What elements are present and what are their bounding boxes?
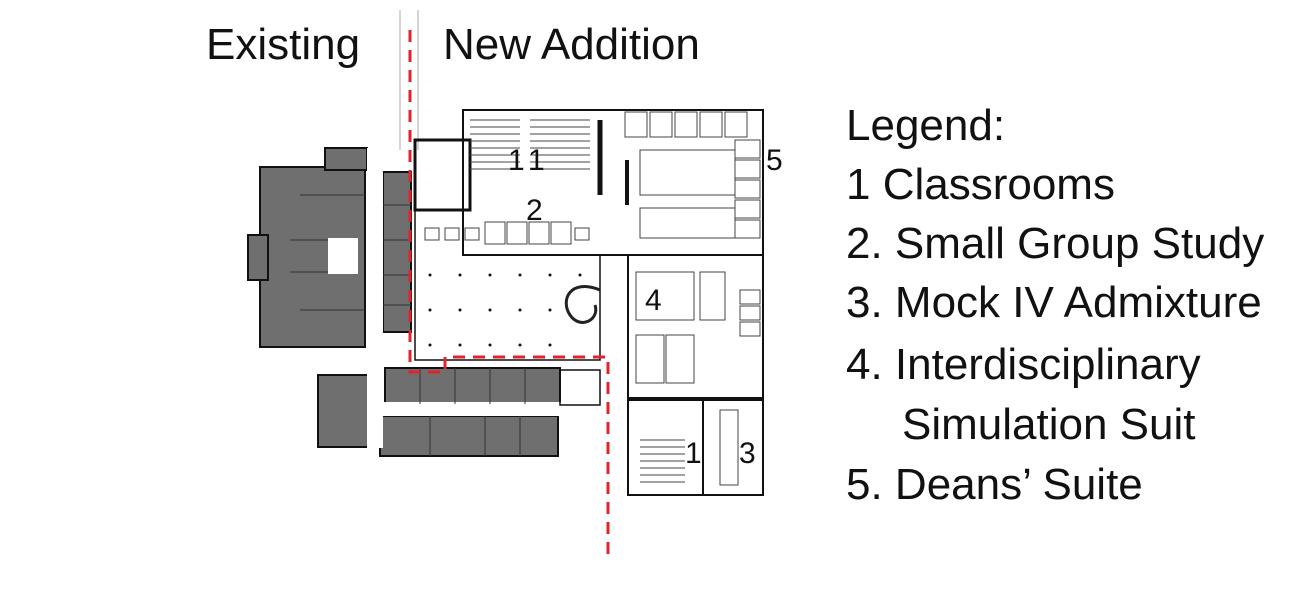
restrooms — [413, 138, 472, 212]
classroom-seating-north — [470, 119, 590, 170]
legend-item-deans-suite: 5. Deans’ Suite — [846, 460, 1143, 509]
existing-block-southwest — [317, 374, 374, 448]
room-label-classroom-1b: 1 — [528, 144, 545, 177]
existing-entry-bump — [247, 234, 269, 281]
legend-item-interdisciplinary: 4. Interdisciplinary — [846, 340, 1201, 389]
legend-item-small-group-study: 2. Small Group Study — [846, 219, 1265, 268]
simulation-suite-block — [627, 254, 764, 401]
mock-iv-hood — [719, 409, 739, 486]
addition-south-block — [627, 397, 764, 496]
room-label-simulation-4: 4 — [645, 284, 662, 317]
room-label-study-2: 2 — [526, 194, 543, 227]
existing-label: Existing — [206, 20, 361, 69]
existing-building — [247, 147, 561, 457]
existing-wing-south-a — [384, 367, 561, 405]
existing-wing-rooms — [382, 171, 412, 333]
legend-item-classrooms: 1 Classrooms — [846, 160, 1115, 209]
existing-wing-south-b — [379, 415, 559, 457]
atrium-columns — [428, 273, 582, 347]
existing-partitions — [290, 194, 526, 456]
room-label-deans-5: 5 — [766, 144, 783, 177]
new-addition — [413, 109, 764, 496]
room-label-classroom-1c: 1 — [685, 437, 702, 470]
legend-item-mock-iv-admixture: 3. Mock IV Admixture — [846, 278, 1262, 327]
spiral-stair — [564, 285, 601, 324]
legend-title: Legend: — [846, 101, 1006, 150]
existing-new-boundary-line — [408, 30, 610, 562]
office-cells — [624, 111, 761, 239]
legend-item-simulation-suit: Simulation Suit — [902, 400, 1196, 449]
new-addition-label: New Addition — [443, 20, 700, 69]
classroom-seating-south — [640, 439, 685, 483]
study-tables — [424, 221, 590, 245]
simulation-rooms — [635, 271, 761, 384]
room-label-classroom-1a: 1 — [508, 144, 525, 177]
addition-north-block — [462, 109, 764, 256]
room-label-mock-iv-3: 3 — [739, 437, 756, 470]
atrium — [414, 210, 601, 361]
existing-block-north — [324, 147, 368, 171]
